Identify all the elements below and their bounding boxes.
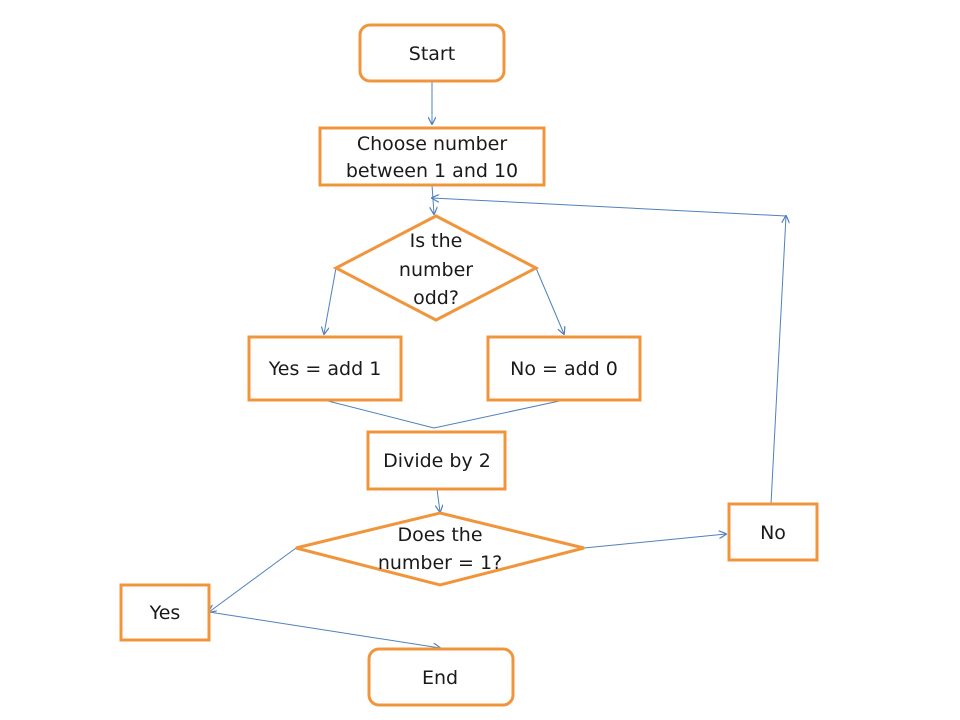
yes-node: Yes	[119, 583, 211, 642]
arrow-odd-to-no	[535, 267, 564, 334]
yes-add-node: Yes = add 1	[247, 335, 403, 402]
odd-label-line1: Is the	[410, 230, 463, 252]
divide-label: Divide by 2	[383, 450, 491, 472]
divide-node: Divide by 2	[366, 430, 507, 491]
start-node: Start	[358, 23, 506, 83]
equals-label-line2: number = 1?	[378, 552, 502, 574]
odd-decision-node: Is the number odd?	[332, 214, 540, 322]
arrow-odd-to-yes	[324, 267, 337, 334]
end-node: End	[367, 647, 515, 707]
loop-no-up	[770, 216, 786, 505]
arrow-no-to-divide	[433, 399, 565, 429]
arrow-equals-to-no	[583, 534, 726, 549]
start-label: Start	[409, 43, 455, 65]
no-node: No	[727, 502, 819, 562]
arrow-choose-to-odd	[432, 184, 434, 214]
choose-number-label-line2: between 1 and 10	[346, 160, 518, 182]
equals-label-line1: Does the	[397, 524, 482, 546]
no-add-label: No = add 0	[510, 358, 618, 380]
loop-back-to-odd	[432, 198, 787, 217]
end-label: End	[422, 667, 458, 689]
no-add-node: No = add 0	[486, 335, 642, 402]
odd-label-line3: odd?	[413, 287, 459, 309]
yes-add-label: Yes = add 1	[268, 358, 382, 380]
arrow-yes-to-end	[208, 611, 440, 648]
choose-number-node: Choose number between 1 and 10	[318, 126, 546, 187]
equals-one-decision-node: Does the number = 1?	[295, 511, 585, 587]
no-label: No	[760, 522, 786, 544]
connectors	[209, 81, 786, 648]
arrow-yes-to-divide	[323, 399, 435, 429]
arrow-equals-to-yes	[209, 547, 297, 612]
odd-label-line2: number	[399, 259, 473, 281]
yes-label: Yes	[149, 602, 181, 624]
arrow-divide-to-equals	[437, 488, 440, 512]
choose-number-label-line1: Choose number	[357, 133, 508, 155]
